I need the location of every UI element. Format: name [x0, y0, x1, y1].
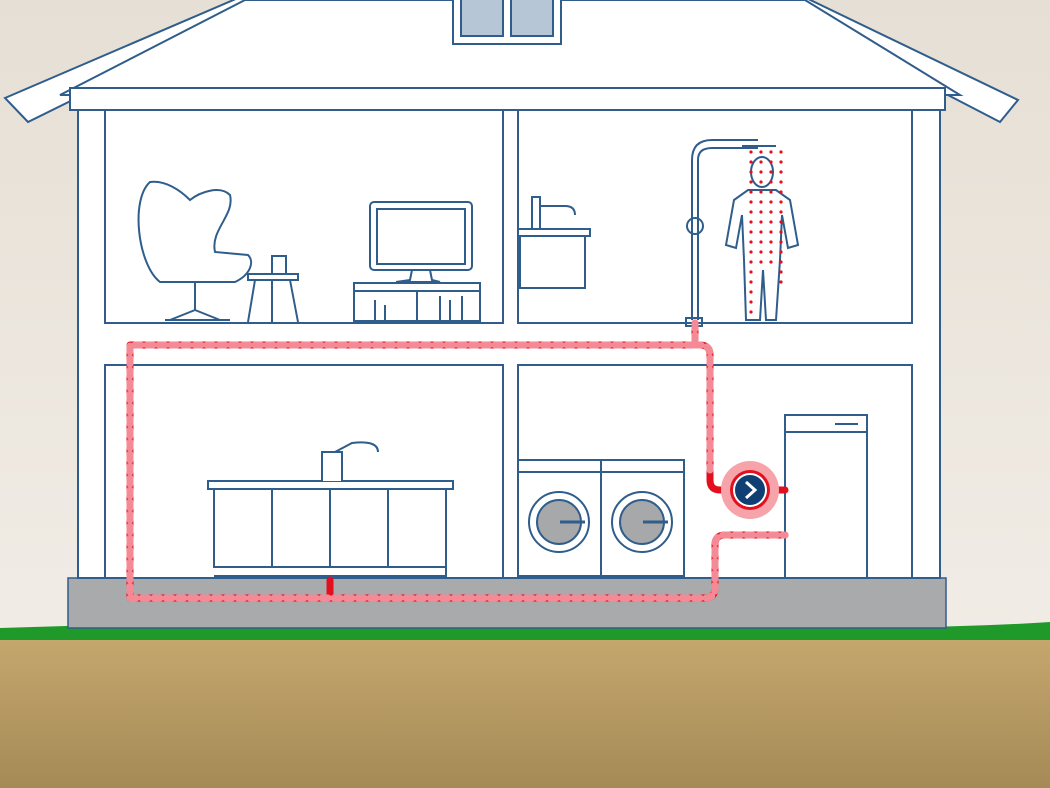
bathroom-sink-icon — [517, 196, 591, 289]
water-drop — [749, 230, 753, 234]
water-drop — [759, 210, 763, 214]
side-table-icon — [247, 255, 299, 323]
water-drop — [749, 190, 753, 194]
water-drop — [769, 190, 773, 194]
water-drop — [769, 200, 773, 204]
water-drop — [779, 180, 783, 184]
water-drop — [759, 240, 763, 244]
water-drop — [749, 240, 753, 244]
water-drop — [759, 170, 763, 174]
water-drop — [749, 220, 753, 224]
water-drop — [749, 310, 753, 314]
water-drop — [779, 250, 783, 254]
water-drop — [769, 210, 773, 214]
water-drop — [759, 150, 763, 154]
water-drop — [749, 160, 753, 164]
water-drop — [779, 240, 783, 244]
water-drops — [749, 150, 783, 314]
water-drop — [779, 270, 783, 274]
water-drop — [779, 220, 783, 224]
water-drop — [759, 160, 763, 164]
water-drop — [779, 160, 783, 164]
washing-machine-icon — [517, 459, 602, 577]
hot-water-pipe — [126, 319, 789, 602]
water-drop — [769, 170, 773, 174]
tv-stand-icon — [353, 282, 481, 322]
water-drop — [779, 150, 783, 154]
water-drop — [759, 190, 763, 194]
water-drop — [759, 180, 763, 184]
water-drop — [779, 170, 783, 174]
water-drop — [759, 230, 763, 234]
attic-window — [452, 0, 562, 45]
water-drop — [749, 300, 753, 304]
water-drop — [769, 180, 773, 184]
water-drop — [779, 280, 783, 284]
water-drop — [779, 200, 783, 204]
dryer-icon — [600, 459, 685, 577]
water-drop — [749, 150, 753, 154]
water-drop — [759, 200, 763, 204]
water-drop — [769, 220, 773, 224]
water-drop — [749, 250, 753, 254]
water-drop — [769, 260, 773, 264]
water-drop — [749, 270, 753, 274]
soil — [0, 632, 1050, 788]
water-drop — [759, 250, 763, 254]
water-drop — [769, 160, 773, 164]
water-drop — [779, 210, 783, 214]
water-heater-icon — [784, 414, 868, 579]
water-drop — [749, 180, 753, 184]
water-drop — [759, 260, 763, 264]
water-drop — [769, 230, 773, 234]
water-drop — [749, 210, 753, 214]
water-drop — [759, 220, 763, 224]
water-drop — [779, 260, 783, 264]
water-drop — [769, 150, 773, 154]
water-drop — [749, 200, 753, 204]
water-drop — [779, 190, 783, 194]
water-drop — [749, 170, 753, 174]
water-drop — [779, 230, 783, 234]
water-drop — [749, 280, 753, 284]
circulation-pump-icon — [721, 461, 779, 519]
water-drop — [749, 290, 753, 294]
foundation — [67, 577, 947, 629]
water-drop — [749, 260, 753, 264]
water-drop — [769, 240, 773, 244]
water-drop — [769, 250, 773, 254]
roof — [3, 0, 1020, 124]
kitchen-counter-icon — [207, 441, 454, 577]
armchair-icon — [137, 180, 253, 321]
